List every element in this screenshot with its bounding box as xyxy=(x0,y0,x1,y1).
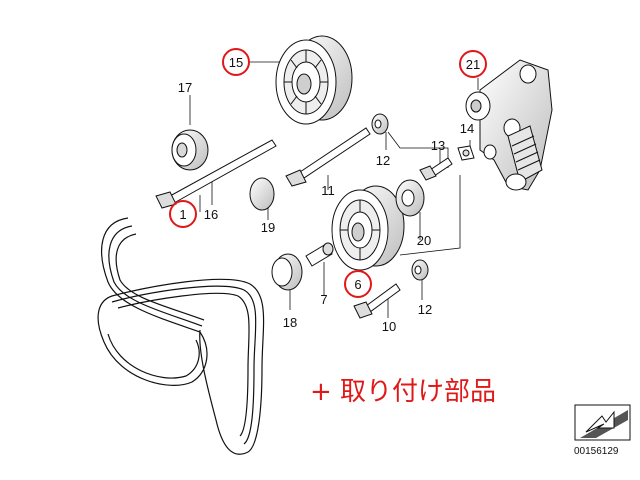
corner-arrow-icon xyxy=(574,404,631,441)
part-11-bolt xyxy=(285,127,371,187)
label-part-20: 20 xyxy=(417,233,431,248)
highlight-circle-1 xyxy=(169,200,197,228)
part-15-pulley xyxy=(275,35,353,125)
label-part-21: 21 xyxy=(466,57,480,72)
label-part-18: 18 xyxy=(283,315,297,330)
highlight-circle-21 xyxy=(459,50,487,78)
highlight-circle-6 xyxy=(344,270,372,298)
drive-belt xyxy=(97,217,265,455)
part-19-disc xyxy=(249,177,275,211)
label-part-7: 7 xyxy=(320,292,327,307)
label-part-16: 16 xyxy=(204,207,218,222)
label-part-12-bottom: 12 xyxy=(418,302,432,317)
label-part-17: 17 xyxy=(178,80,192,95)
label-part-11: 11 xyxy=(321,183,335,198)
part-18-cap xyxy=(271,253,303,291)
diagram-code: 00156129 xyxy=(574,446,619,457)
label-part-12-top: 12 xyxy=(376,153,390,168)
part-20-washer xyxy=(395,179,425,217)
part-17-cap xyxy=(171,129,209,171)
highlight-circle-15 xyxy=(222,48,250,76)
label-part-10: 10 xyxy=(382,319,396,334)
part-10-bolt xyxy=(353,283,401,319)
part-7-bushing xyxy=(305,242,334,267)
label-part-19: 19 xyxy=(261,220,275,235)
label-part-15: 15 xyxy=(229,55,243,70)
attachment-parts-note: + 取り付け部品 xyxy=(310,377,496,407)
part-6-pulley xyxy=(331,185,405,271)
part-13-bolt xyxy=(419,157,453,181)
part-12-washer-bottom xyxy=(411,259,429,281)
part-12-washer-top xyxy=(371,113,389,135)
label-part-14: 14 xyxy=(460,121,474,136)
label-part-6: 6 xyxy=(354,277,361,292)
highlight-circles xyxy=(169,48,487,298)
part-16-long-bolt xyxy=(155,139,277,209)
label-part-13: 13 xyxy=(431,138,445,153)
part-21-tensioner xyxy=(465,59,553,191)
part-14-clip xyxy=(457,145,475,161)
part-labels: 15 17 1 16 11 12 13 14 21 19 20 6 7 18 1… xyxy=(178,55,480,334)
label-part-1: 1 xyxy=(179,207,186,222)
